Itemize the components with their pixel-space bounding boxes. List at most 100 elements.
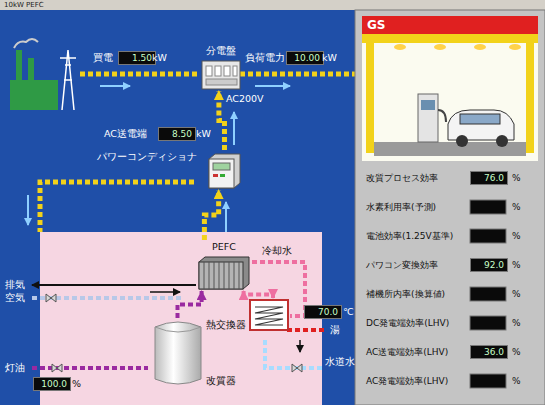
value-display: 10.00: [286, 51, 324, 65]
component-node: 改質器: [152, 318, 237, 388]
label: kW: [152, 52, 167, 64]
unit-label: %: [512, 317, 521, 329]
breaker-icon: [206, 79, 237, 85]
power-lines: [80, 72, 200, 77]
value-display: 92.0: [470, 258, 508, 272]
breaker-icon: [233, 66, 237, 76]
pcs-icon: [209, 154, 240, 188]
flow-arrows: [28, 86, 290, 232]
empty-value-boxes: [470, 287, 506, 301]
hx-icon: [249, 299, 289, 331]
unit-label: %: [512, 346, 521, 358]
label: AC送電端: [104, 128, 147, 140]
power-plant-icon: [10, 39, 76, 110]
component-node: 分電盤: [200, 44, 242, 91]
unit-label: %: [512, 288, 521, 300]
power-plant-icon: [14, 39, 38, 48]
unit-label: %: [512, 201, 521, 213]
table-cell: DC発電端効率(LHV): [366, 317, 449, 329]
unit-label: %: [512, 230, 521, 242]
table-cell: 改質プロセス効率: [366, 172, 438, 184]
component-node: PEFC: [196, 240, 252, 291]
gas-station-illustration: [496, 135, 508, 147]
breaker-icon: [215, 66, 221, 76]
breaker-icon: [206, 66, 212, 76]
process-lines: [32, 366, 148, 370]
gas-station-illustration: [362, 16, 538, 161]
gas-station-illustration: [421, 100, 435, 110]
unit-label: %: [512, 172, 521, 184]
flow-connector: [244, 291, 273, 298]
pcs-icon: [205, 153, 241, 189]
table-cell: 電池効率(1.25V基準): [366, 230, 453, 242]
label: %: [72, 378, 81, 390]
power-plant-icon: [28, 58, 34, 80]
component-label: パワーコンディショナ: [97, 151, 197, 163]
empty-value-boxes: [470, 200, 506, 214]
value-display: 70.0: [304, 305, 342, 319]
gas-station-illustration: [456, 135, 468, 147]
gas-station-illustration: [526, 43, 534, 153]
gas-station-illustration: [362, 16, 538, 161]
pefc-unit-area: [40, 232, 322, 405]
flow-arrows: [27, 195, 29, 225]
component-label: 熱交換器: [206, 319, 246, 331]
power-lines: [40, 182, 194, 232]
unit-label: %: [512, 375, 521, 387]
tank-icon: [155, 327, 201, 332]
gas-station-illustration: [474, 44, 486, 50]
gas-station-illustration: [366, 43, 374, 153]
component-label: 改質器: [206, 375, 236, 387]
tank-icon: [155, 322, 201, 384]
process-lines: [150, 291, 180, 293]
unit-label: %: [512, 259, 521, 271]
label: kW: [322, 52, 337, 64]
side-panel: [355, 10, 545, 405]
label: 買電: [93, 52, 113, 64]
stack-icon: [204, 262, 239, 289]
stack-icon: [199, 262, 243, 289]
pcs-icon: [209, 159, 234, 188]
power-plant-icon: [60, 50, 76, 110]
component-node: パワーコンディショナ: [96, 150, 242, 190]
table-cell: 補機所内率(換算値): [366, 288, 445, 300]
label: 空気: [5, 292, 25, 304]
gas-station-illustration: [362, 16, 538, 34]
breaker-icon: [201, 60, 241, 90]
pcs-icon: [213, 163, 230, 170]
flow-arrows: [225, 202, 227, 232]
gas-station-illustration: [418, 94, 438, 142]
label: AC200V: [226, 93, 264, 105]
flow-connector: [178, 291, 202, 318]
tank-icon: [153, 319, 203, 387]
blue-ground: [0, 10, 355, 405]
gas-station-illustration: [509, 44, 521, 50]
flow-arrows: [233, 112, 235, 145]
value-display: 8.50: [158, 127, 196, 141]
hx-icon: [249, 299, 289, 331]
label: 排気: [5, 279, 25, 291]
power-lines: [240, 72, 355, 77]
value-display: 36.0: [470, 345, 508, 359]
table-cell: AC発電端効率(LHV): [366, 375, 448, 387]
pcs-icon: [220, 174, 225, 177]
pcs-icon: [213, 174, 218, 177]
gas-station-illustration: [438, 110, 446, 122]
flow-connector: [219, 91, 225, 150]
window-title: 10kW PEFC: [4, 1, 44, 10]
hx-icon: [255, 307, 283, 325]
empty-value-boxes: [470, 316, 506, 330]
empty-value-boxes: [470, 229, 506, 243]
component-label: 分電盤: [206, 45, 236, 57]
pcs-icon: [205, 153, 241, 189]
stack-icon: [199, 257, 249, 289]
empty-value-boxes: [470, 374, 506, 388]
power-plant-icon: [16, 50, 22, 80]
title-bar: [0, 0, 545, 10]
station-sign: GS: [367, 18, 386, 32]
breaker-icon: [224, 66, 230, 76]
power-lines: [40, 74, 355, 232]
value-display: 1.50: [118, 51, 156, 65]
breaker-icon: [201, 60, 241, 90]
